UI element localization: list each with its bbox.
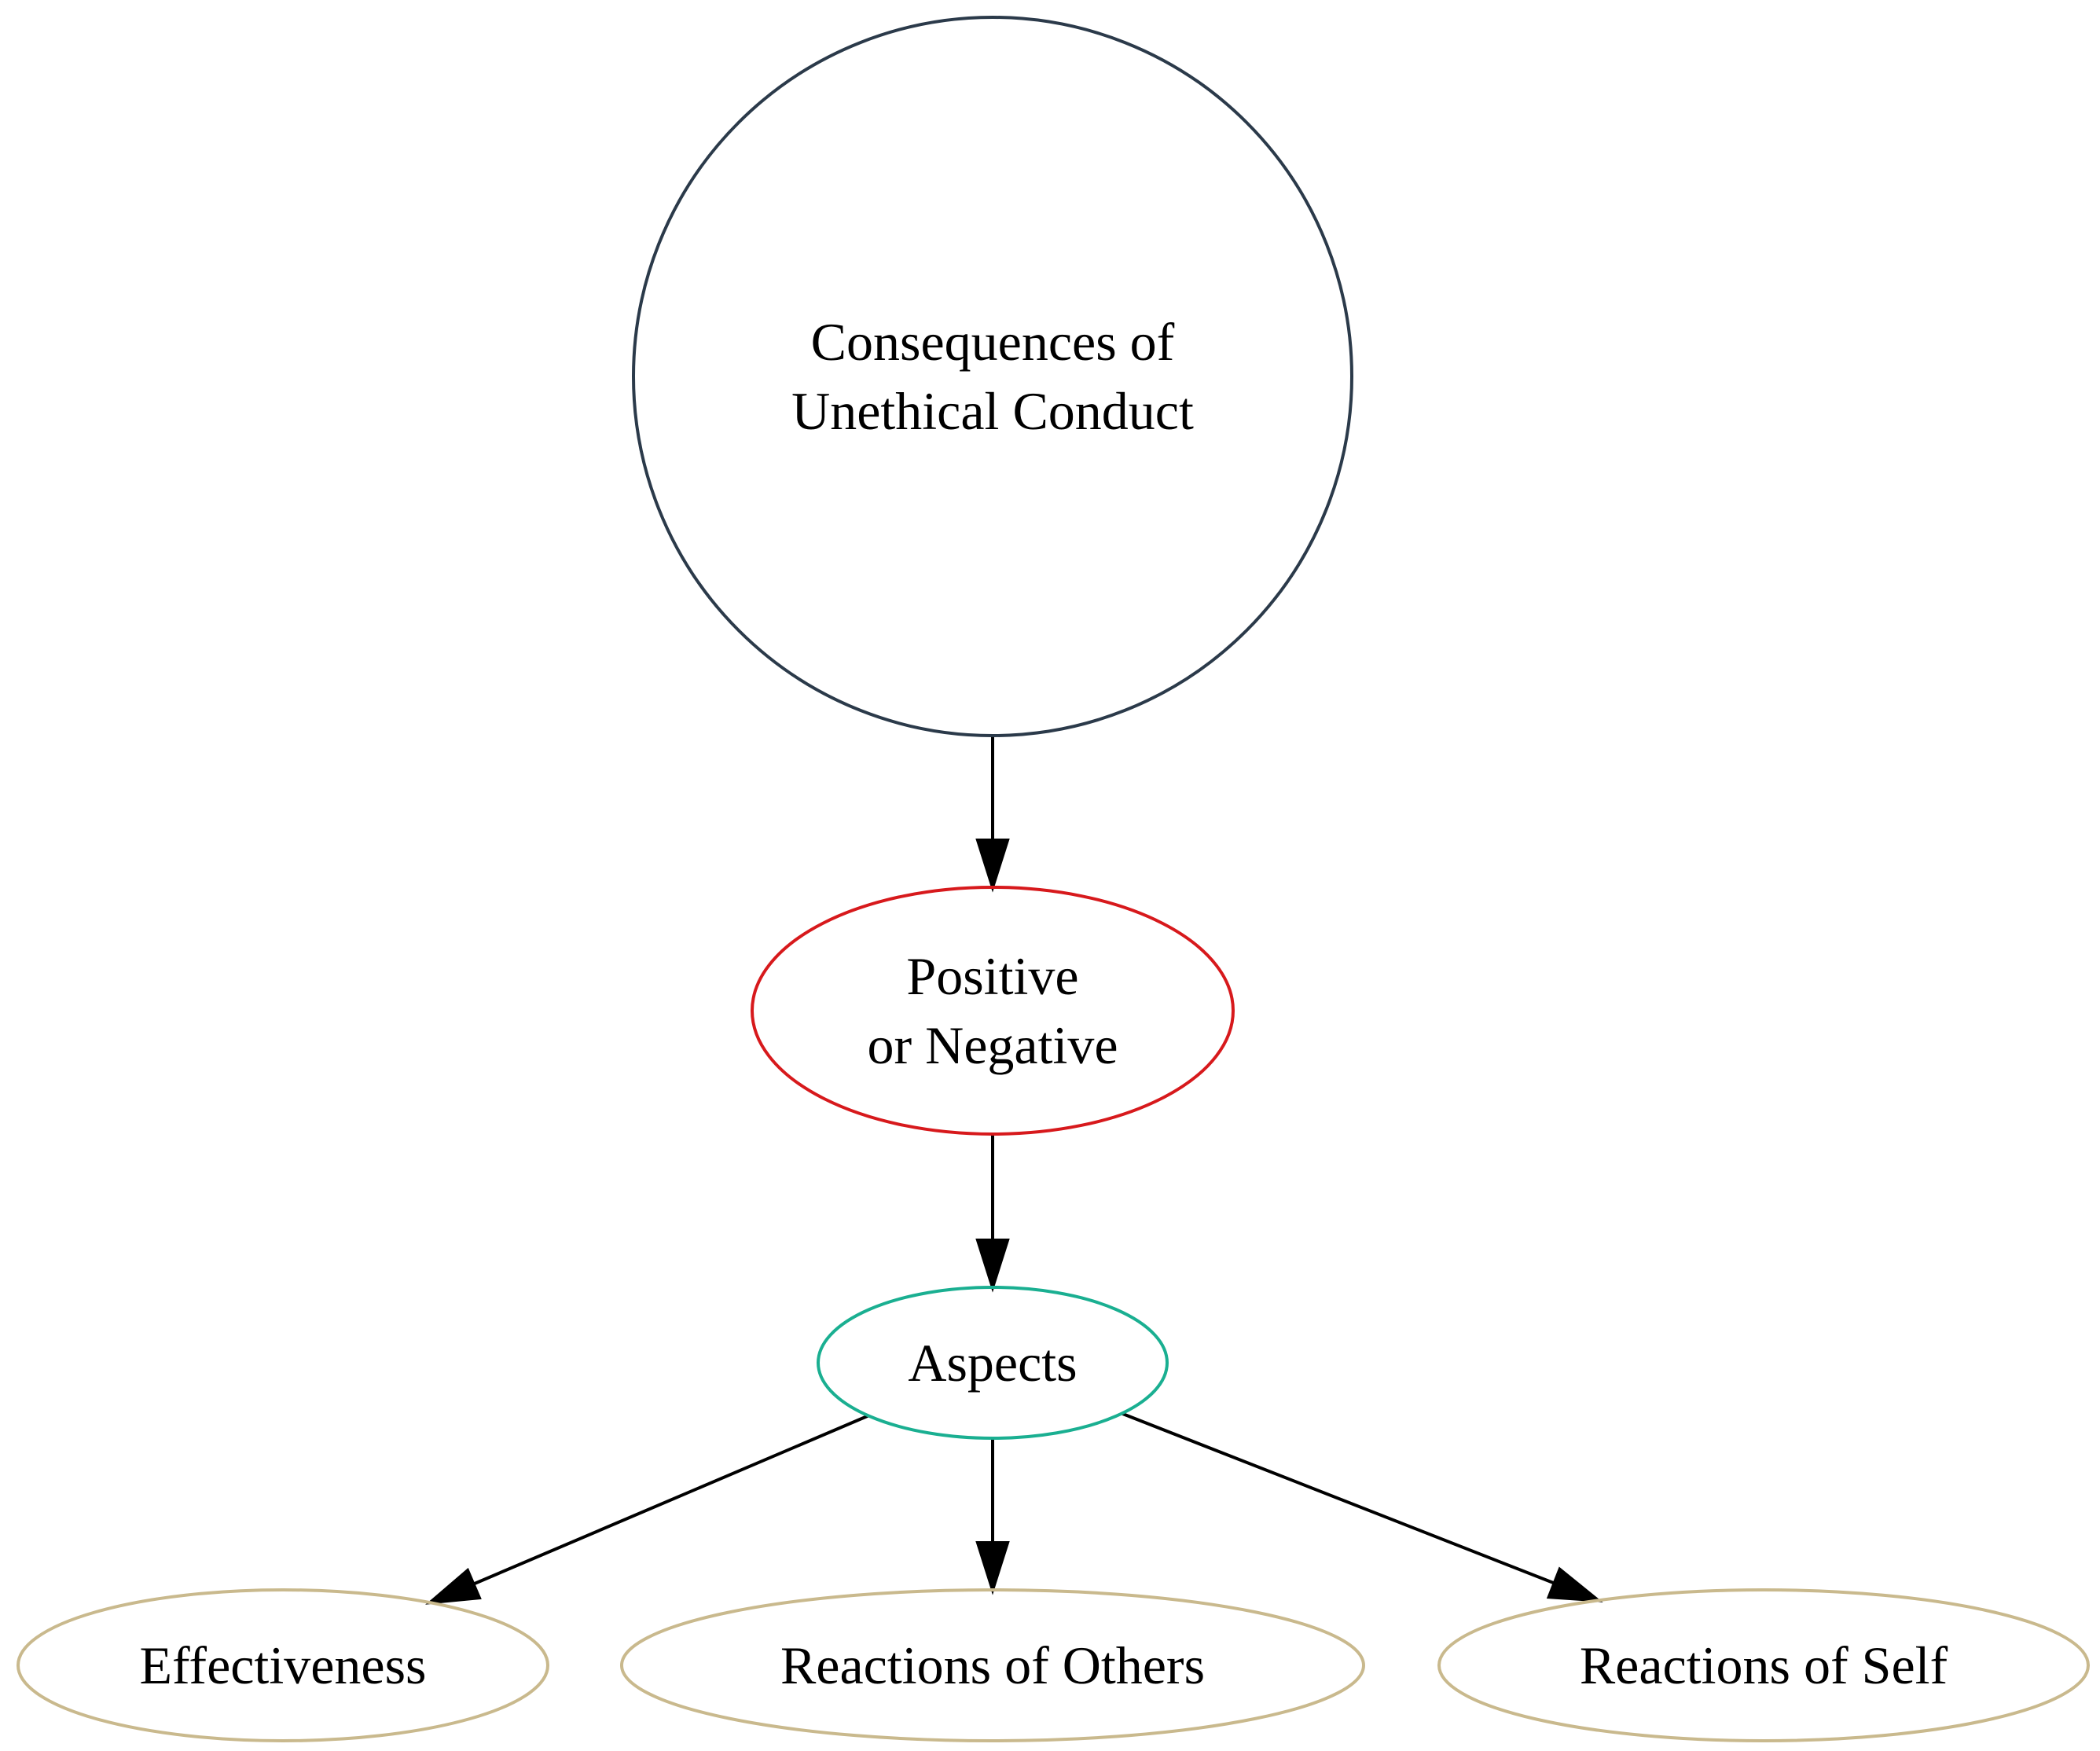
node-label: or Negative <box>867 1015 1118 1075</box>
node-circle <box>632 16 1353 737</box>
edge-line <box>472 1414 869 1586</box>
edge-positive-to-aspects <box>975 1134 1010 1293</box>
node-aspects[interactable]: Aspects <box>817 1286 1169 1440</box>
node-label: Reactions of Self <box>1580 1635 1948 1695</box>
node-label: Aspects <box>908 1333 1077 1393</box>
nodes-layer: Consequences of Unethical ConductPositive… <box>17 16 2090 1742</box>
edge-aspects-to-self <box>1121 1411 1603 1602</box>
node-effectiveness[interactable]: Effectiveness <box>17 1588 549 1742</box>
node-label: Positive <box>906 946 1078 1006</box>
node-self[interactable]: Reactions of Self <box>1437 1588 2090 1742</box>
edge-aspects-to-others <box>975 1438 1010 1595</box>
edge-consequences-to-positive <box>975 736 1010 893</box>
edges-layer <box>425 736 1603 1605</box>
arrowhead-icon <box>975 839 1010 893</box>
node-label: Unethical Conduct <box>791 381 1194 441</box>
arrowhead-icon <box>1546 1566 1603 1602</box>
node-consequences[interactable]: Consequences of Unethical Conduct <box>632 16 1353 737</box>
node-ellipse <box>17 1588 549 1742</box>
node-label: Effectiveness <box>139 1635 426 1695</box>
node-label: Consequences of <box>811 312 1175 372</box>
node-label: Reactions of Others <box>780 1635 1205 1695</box>
arrowhead-icon <box>975 1541 1010 1595</box>
node-others[interactable]: Reactions of Others <box>620 1588 1365 1742</box>
arrowhead-icon <box>425 1567 482 1605</box>
edge-line <box>1121 1411 1555 1585</box>
node-ellipse <box>1437 1588 2090 1742</box>
node-ellipse <box>751 886 1235 1136</box>
node-positive[interactable]: Positive or Negative <box>751 886 1235 1136</box>
arrowhead-icon <box>975 1239 1010 1293</box>
node-ellipse <box>817 1286 1169 1440</box>
edge-aspects-to-effectiveness <box>425 1414 869 1605</box>
node-ellipse <box>620 1588 1365 1742</box>
